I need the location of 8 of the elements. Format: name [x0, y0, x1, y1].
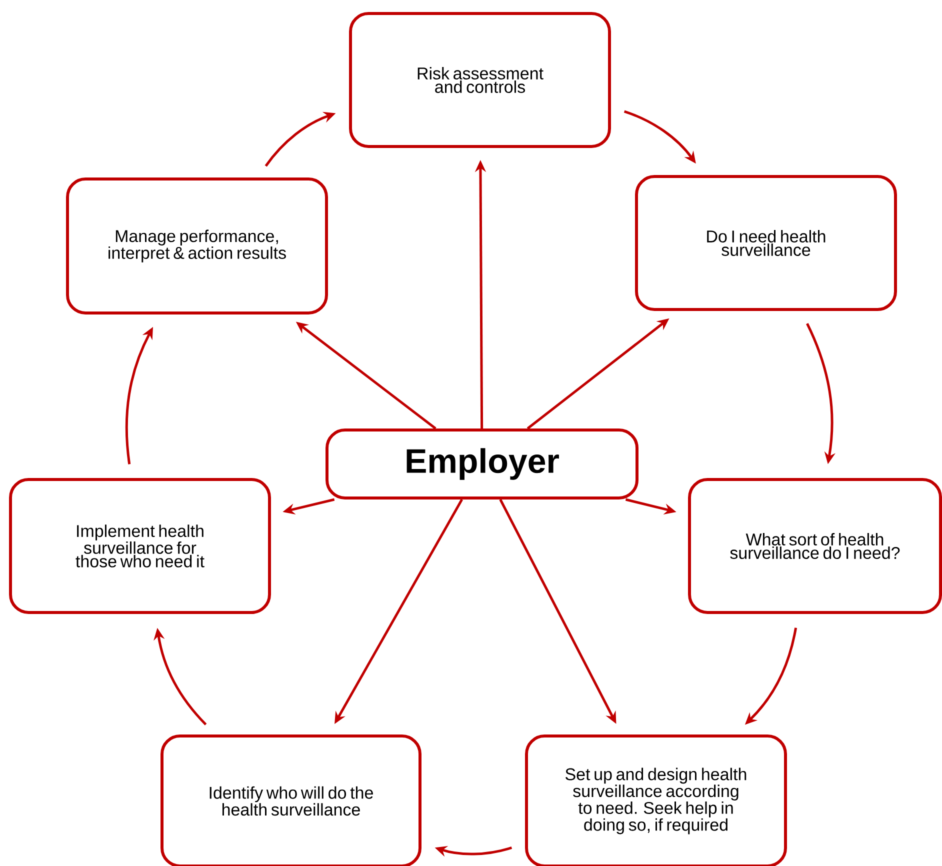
process-box: Identify who will do the health surveillance: [160, 734, 422, 866]
title-box: Employer: [326, 428, 638, 500]
process-box: Risk assessment and controls: [349, 12, 611, 148]
process-box: Manage performance, interpret & action results: [66, 178, 328, 314]
process-box: Do I need health surveillance: [635, 175, 897, 311]
process-box: Set up and design health surveillance according to need. Seek help in doing so, if required: [525, 734, 787, 866]
process-box: Implement health surveillance for those who need it: [9, 478, 271, 614]
process-box: What sort of health surveillance do I need?: [688, 478, 942, 614]
